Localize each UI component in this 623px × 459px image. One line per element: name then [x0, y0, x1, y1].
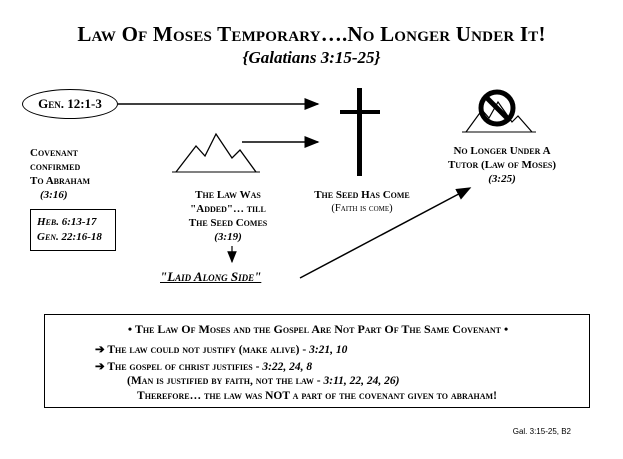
scripture-ref-box: Heb. 6:13-17 Gen. 22:16-18: [30, 209, 116, 251]
genesis-oval: Gen. 12:1-3: [22, 89, 118, 119]
law-added-label: The Law Was "Added"… till The Seed Comes…: [170, 188, 286, 244]
arrow-right-icon: ➔: [95, 361, 105, 373]
summary-box: • The Law Of Moses and the Gospel Are No…: [44, 314, 590, 408]
page-title: Law Of Moses Temporary….No Longer Under …: [77, 22, 546, 46]
mountain-prohibited-icon: [462, 89, 536, 133]
point1-text: The law could not justify (make alive) -: [107, 344, 310, 356]
covenant-line1: Covenant: [30, 147, 78, 159]
covenant-ref: (3:16): [40, 189, 68, 201]
point2-text: The gospel of christ justifies -: [107, 361, 263, 373]
point2-ref: 3:22, 24, 8: [262, 361, 313, 373]
tutor-ref: (3:25): [488, 173, 516, 185]
bullet-icon: •: [127, 322, 133, 336]
refbox-line1: Heb. 6:13-17: [37, 216, 97, 228]
cross-icon: [340, 88, 380, 176]
point3-ref: 3:11, 22, 24, 26): [323, 375, 400, 387]
covenant-line3: To Abraham: [30, 175, 91, 187]
covenant-label: Covenant confirmed To Abraham (3:16): [30, 146, 90, 202]
seed-label: The Seed Has Come (Faith is come): [304, 188, 420, 216]
refbox-line2: Gen. 22:16-18: [37, 231, 102, 243]
mountain-icon: [172, 132, 260, 173]
summary-heading-row: • The Law Of Moses and the Gospel Are No…: [55, 322, 581, 337]
seed-line1: The Seed Has Come: [314, 189, 410, 201]
law-added-line3: The Seed Comes: [188, 217, 268, 229]
covenant-line2: confirmed: [30, 161, 81, 173]
law-added-ref: (3:19): [214, 231, 242, 243]
tutor-line1: No Longer Under A: [453, 145, 551, 157]
summary-point-1: ➔ The law could not justify (make alive)…: [95, 342, 347, 356]
bullet-icon: •: [503, 322, 509, 336]
seed-line2: (Faith is come): [331, 203, 393, 214]
point1-ref: 3:21, 10: [309, 344, 348, 356]
point3-text: (Man is justified by faith, not the law …: [127, 375, 324, 387]
tutor-line2: Tutor (Law of Moses): [447, 159, 557, 171]
arrow-laid-to-tutor: [299, 187, 472, 279]
summary-point-2: ➔ The gospel of christ justifies - 3:22,…: [95, 359, 312, 373]
law-added-line1: The Law Was: [195, 189, 261, 201]
summary-heading: The Law Of Moses and the Gospel Are Not …: [134, 322, 501, 336]
laid-along-side: "Laid Along Side": [160, 269, 262, 284]
page-subtitle: {Galatians 3:15-25}: [242, 48, 381, 67]
law-added-line2: "Added"… till: [190, 203, 266, 215]
summary-conclusion: Therefore… the law was NOT a part of the…: [137, 390, 497, 402]
arrow-right-icon: ➔: [95, 344, 105, 356]
footer-ref: Gal. 3:15-25, B2: [512, 427, 571, 436]
tutor-label: No Longer Under A Tutor (Law of Moses) (…: [440, 144, 564, 186]
summary-point-3: (Man is justified by faith, not the law …: [127, 375, 400, 387]
